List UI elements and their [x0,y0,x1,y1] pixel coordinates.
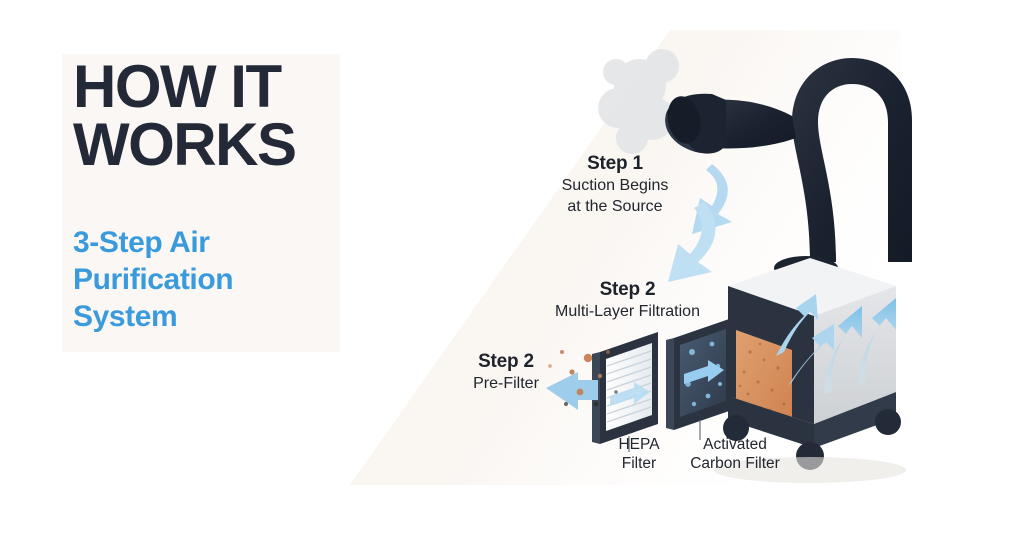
step-2-subtitle: Multi-Layer Filtration [555,302,700,320]
hepa-filter-label: HEPA Filter [596,436,682,474]
callout-step-2: Step 2 Multi-Layer Filtration [510,278,745,323]
clean-air-arrow-icon [824,298,896,394]
subtitle-line-2: Purification [73,263,234,297]
headline-line-2: WORKS [73,110,297,178]
pre-filter-subtitle: Pre-Filter [473,374,539,392]
page-subtitle: 3-Step Air Purification System [73,224,328,336]
headline-line-1: HOW IT [73,53,282,120]
pre-filter-step-title: Step 2 [478,351,534,372]
callout-step-1: Step 1 Suction Begins at the Source [505,152,725,217]
smoke-plume-icon [598,49,679,154]
page-title: HOW IT WORKS [73,53,343,178]
suction-arrow-icon [668,164,732,282]
carbon-filter-panel-icon [666,318,732,430]
carbon-filter-label-line-2: Carbon Filter [690,454,780,472]
step-1-subtitle-line-2: at the Source [567,197,663,215]
hepa-filter-label-line-2: Filter [621,454,657,472]
illustration-scene [340,0,1024,536]
callout-pre-filter: Step 2 Pre-Filter [432,350,580,395]
carbon-filter-label-line-1: Activated [703,436,767,453]
step-1-title: Step 1 [587,153,643,174]
subtitle-line-3: System [73,300,178,334]
title-panel: HOW IT WORKS 3-Step Air Purification Sys… [62,54,340,352]
carbon-filter-label: Activated Carbon Filter [660,436,810,474]
subtitle-line-1: 3-Step Air [73,226,210,259]
step-1-subtitle-line-1: Suction Begins [561,176,669,194]
hepa-filter-label-line-1: HEPA [618,436,660,453]
dust-particle-icon [548,350,618,407]
step-2-title: Step 2 [599,279,656,300]
label-leader-lines [628,420,701,452]
dirty-air-arrow-icon [546,372,598,410]
purifier-unit-icon [714,256,906,483]
fume-extraction-arm-icon [665,58,912,262]
hepa-filter-panel-icon [592,332,658,444]
